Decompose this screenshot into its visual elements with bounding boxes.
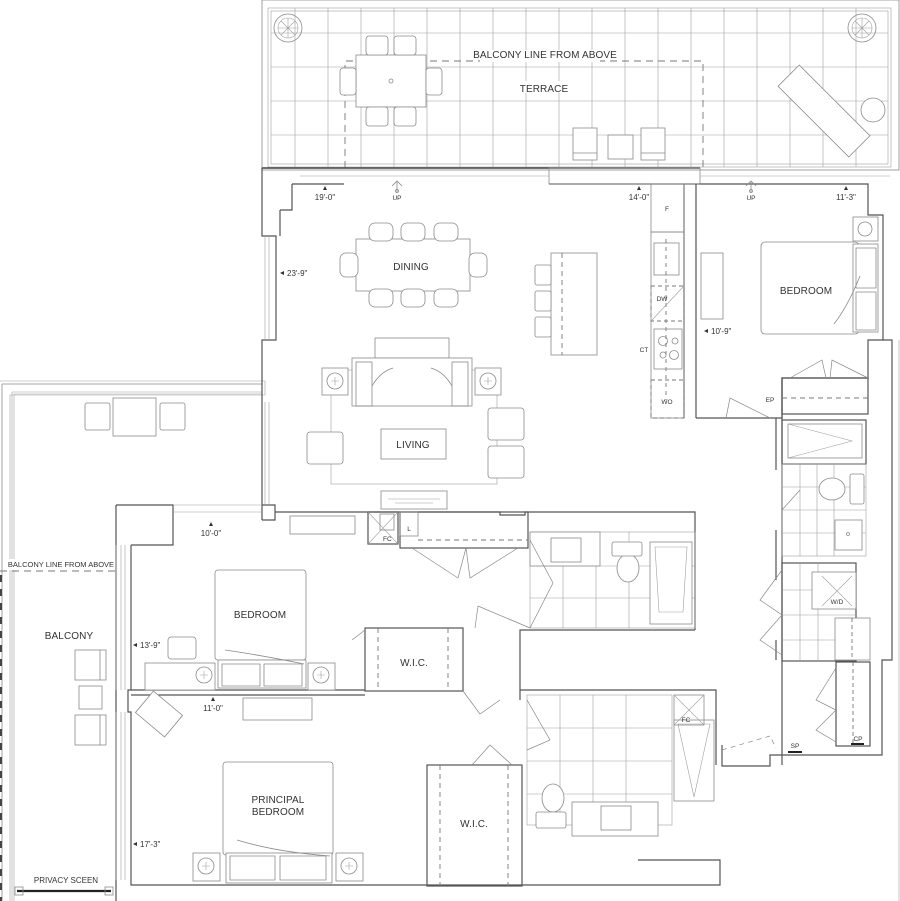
dim-kitchen-width: 14'-0" bbox=[629, 193, 650, 202]
room-label-living: LIVING bbox=[396, 440, 430, 451]
sprinkler-panel-label: SP bbox=[791, 743, 800, 750]
kitchen: F DW CT WO bbox=[534, 183, 685, 419]
terrace-lounge-chairs bbox=[572, 127, 666, 161]
dishwasher-label: DW bbox=[657, 296, 669, 303]
outdoor-dining-table bbox=[339, 35, 443, 127]
living-furniture: LIVING bbox=[306, 337, 525, 510]
principal-bath: FC bbox=[526, 694, 691, 837]
room-label-principal-bedroom-2: BEDROOM bbox=[252, 807, 304, 818]
dim-living-width: 19'-0" bbox=[315, 193, 336, 202]
dim-living-depth: 23'-9" bbox=[287, 269, 308, 278]
room-label-bedroom-left: BEDROOM bbox=[234, 610, 286, 621]
fridge-label: F bbox=[665, 206, 669, 213]
fan-coil-label-1: FC bbox=[383, 536, 392, 543]
dim-principal-depth: 17'-3" bbox=[140, 840, 161, 849]
windows bbox=[115, 236, 270, 880]
balcony-area: BALCONY LINE FROM ABOVE BALCONY PRIVACY … bbox=[0, 380, 266, 901]
walls bbox=[115, 167, 900, 901]
laundry: W/D CP SP bbox=[721, 562, 871, 753]
wall-oven-label: WO bbox=[661, 399, 672, 406]
up-label-1: UP bbox=[392, 195, 401, 202]
bedroom-right: BEDROOM EP bbox=[700, 216, 879, 419]
cooktop-label: CT bbox=[640, 347, 649, 354]
room-label-balcony: BALCONY bbox=[45, 631, 94, 642]
privacy-screen-label: PRIVACY SCEEN bbox=[34, 876, 98, 885]
second-bath: FC L bbox=[379, 513, 696, 629]
planter-icon bbox=[847, 13, 877, 43]
up-arrow-icon bbox=[391, 180, 403, 193]
linen-label: L bbox=[407, 526, 411, 533]
planter-icon bbox=[273, 13, 303, 43]
up-arrow-icon bbox=[745, 180, 757, 193]
dim-bedroom-left-width: 10'-0" bbox=[201, 529, 222, 538]
washer-dryer-label: W/D bbox=[831, 599, 844, 606]
chaise-lounge bbox=[777, 64, 886, 158]
balcony-line-label: BALCONY LINE FROM ABOVE bbox=[473, 50, 617, 61]
room-label-wic-1: W.I.C. bbox=[400, 658, 428, 669]
principal-bedroom: PRINCIPAL BEDROOM bbox=[134, 690, 513, 884]
dim-bedroom-left-depth: 13'-9" bbox=[140, 641, 161, 650]
balcony-table-set bbox=[84, 397, 186, 437]
dim-bedroom-right-depth: 10'-9" bbox=[711, 327, 732, 336]
fan-coil-label-2: FC bbox=[682, 717, 691, 724]
room-label-bedroom-right: BEDROOM bbox=[780, 286, 832, 297]
dim-principal-width: 11'-0" bbox=[203, 704, 223, 713]
electrical-panel-label: EP bbox=[766, 397, 775, 404]
cp-label: CP bbox=[853, 736, 862, 743]
up-label-2: UP bbox=[746, 195, 755, 202]
dim-bedroom-right-width: 11'-3" bbox=[836, 193, 856, 202]
dining-furniture: DINING bbox=[339, 222, 488, 308]
room-label-terrace: TERRACE bbox=[520, 84, 569, 95]
balcony-line-label-left: BALCONY LINE FROM ABOVE bbox=[8, 560, 114, 569]
bedroom-left: BEDROOM bbox=[144, 515, 366, 691]
dimension-markers: 19'-0" 14'-0" 11'-3" 23'-9" 10'-9" 10'-0… bbox=[133, 186, 856, 849]
balcony-chairs bbox=[74, 649, 107, 746]
room-label-wic-2: W.I.C. bbox=[460, 819, 488, 830]
room-label-principal-bedroom-1: PRINCIPAL bbox=[252, 795, 305, 806]
room-label-dining: DINING bbox=[393, 262, 429, 273]
hall-bath bbox=[781, 419, 867, 557]
terrace-area: BALCONY LINE FROM ABOVE TERRACE bbox=[261, 0, 900, 171]
